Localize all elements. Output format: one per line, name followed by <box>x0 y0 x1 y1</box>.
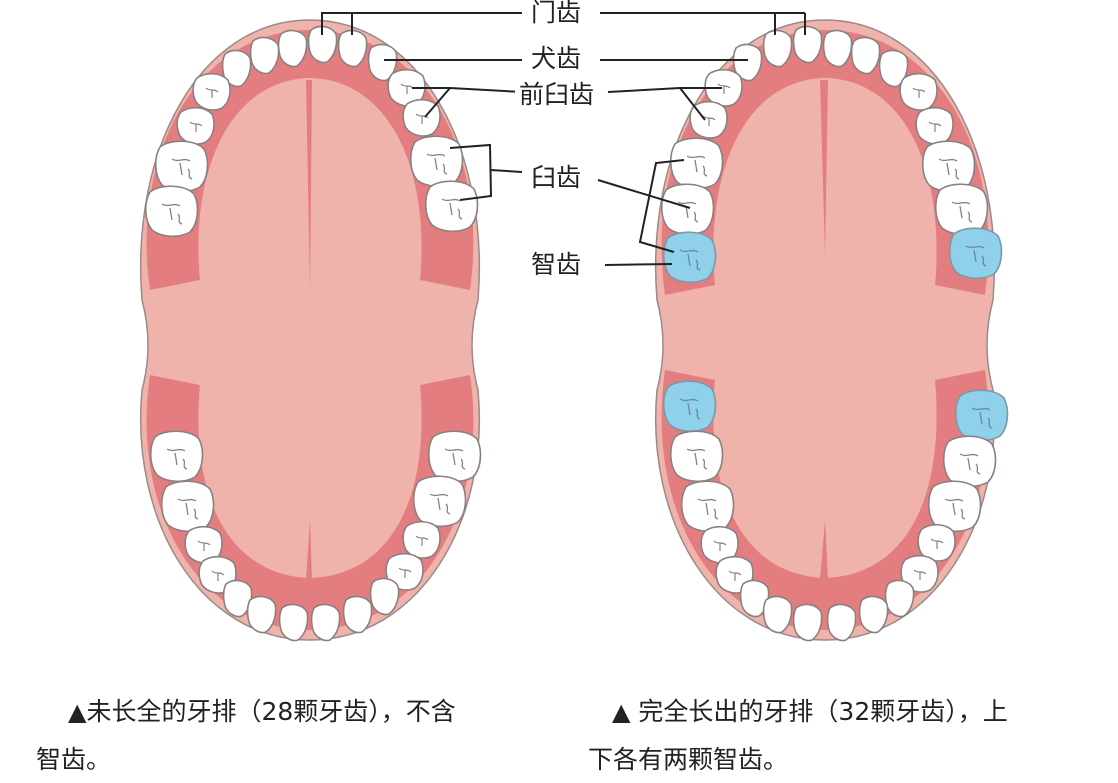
wisdom-tooth-lower-right <box>954 389 1009 442</box>
triangle-marker-icon: ▲ <box>612 698 631 726</box>
label-molars: 臼齿 <box>527 165 586 190</box>
label-canine: 犬齿 <box>527 46 586 71</box>
label-wisdom-teeth: 智齿 <box>527 252 586 277</box>
caption-right-line1: 完全长出的牙排（32颗牙齿），上 <box>638 697 1008 726</box>
wisdom-tooth-lower-left <box>662 380 717 433</box>
caption-left-line2-container: 智齿。 <box>36 745 111 775</box>
caption-right-line2: 下各有两颗智齿。 <box>588 745 789 774</box>
caption-left: ▲未长全的牙排（28颗牙齿），不含 <box>68 697 456 727</box>
right-mouth-diagram <box>655 19 1009 642</box>
triangle-marker-icon: ▲ <box>68 698 87 726</box>
caption-left-line2: 智齿。 <box>36 745 112 774</box>
label-incisors: 门齿 <box>527 0 586 25</box>
left-mouth-diagram <box>140 19 482 642</box>
wisdom-tooth-upper-right <box>948 227 1003 280</box>
wisdom-tooth-upper-left <box>662 231 717 284</box>
caption-left-line1: 未长全的牙排（28颗牙齿），不含 <box>86 697 456 726</box>
label-premolars: 前臼齿 <box>515 82 599 107</box>
caption-right: ▲ 完全长出的牙排（32颗牙齿），上 <box>612 697 1008 727</box>
caption-right-line2-container: 下各有两颗智齿。 <box>588 745 788 775</box>
dental-arch-diagram <box>140 12 1009 642</box>
leader-lines <box>321 12 806 266</box>
